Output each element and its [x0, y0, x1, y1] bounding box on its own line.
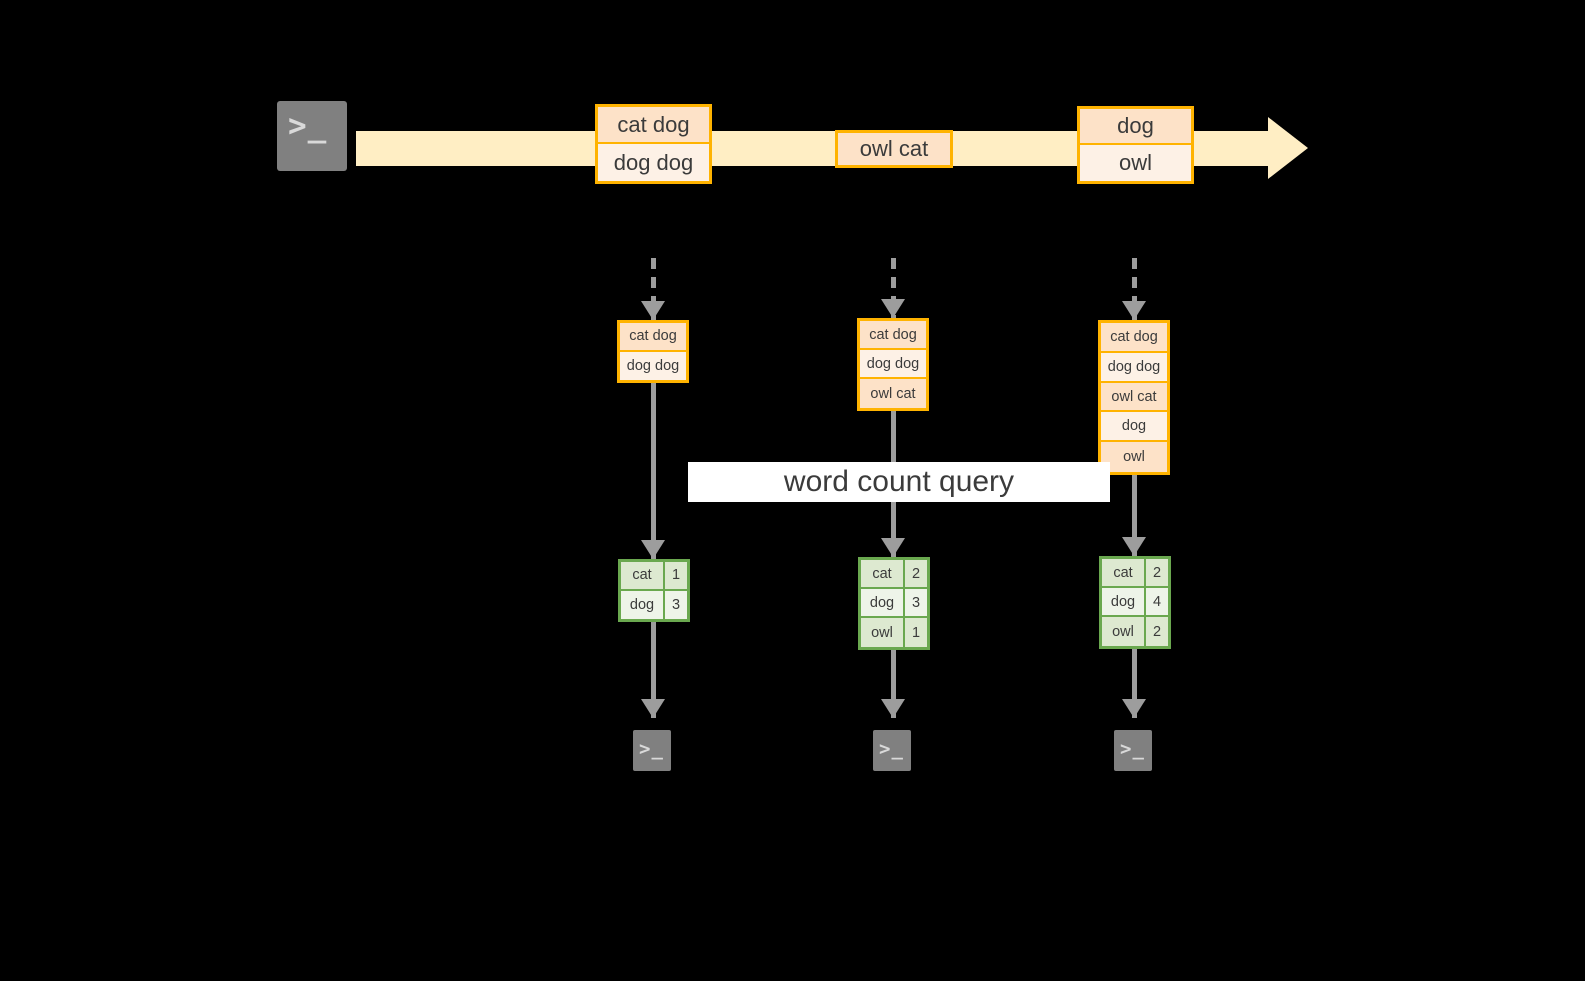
record-line: cat dog [860, 321, 926, 351]
col1-result-table[interactable]: cat 1 dog 3 [618, 559, 690, 622]
stream-record-line: cat dog [598, 107, 709, 145]
dashed-connector-col3 [1132, 258, 1137, 320]
connector-col1-to-sink [651, 622, 656, 718]
stream-record-3[interactable]: dog owl [1077, 106, 1194, 184]
connector-col2-to-sink [891, 650, 896, 718]
table-row: dog 3 [621, 590, 687, 619]
result-count: 2 [1146, 559, 1168, 587]
dashed-connector-col1 [651, 258, 656, 320]
arrowhead-col3-result [1122, 537, 1146, 556]
result-count: 1 [905, 618, 927, 647]
result-count: 2 [905, 560, 927, 588]
source-terminal-icon: >_ [268, 92, 356, 180]
terminal-prompt-glyph: >_ [1120, 738, 1145, 760]
table-row: owl 2 [1102, 617, 1168, 646]
result-word: cat [1102, 559, 1146, 587]
table-row: cat 2 [1102, 559, 1168, 589]
record-line: dog dog [1101, 352, 1167, 383]
col3-input-records[interactable]: cat dog dog dog owl cat dog owl [1098, 320, 1170, 475]
arrowhead-col1-sink [641, 699, 665, 718]
result-count: 4 [1146, 588, 1168, 616]
arrowhead-col1-input [641, 301, 665, 320]
stream-record-2[interactable]: owl cat [835, 130, 953, 168]
result-word: dog [1102, 588, 1146, 616]
terminal-prompt-glyph: >_ [288, 108, 328, 144]
arrowhead-col2-input [881, 299, 905, 318]
result-word: dog [621, 590, 665, 619]
terminal-prompt-glyph: >_ [639, 738, 664, 760]
arrowhead-col2-sink [881, 699, 905, 718]
table-row: cat 1 [621, 562, 687, 591]
stream-record-line: owl [1080, 145, 1191, 181]
record-line: dog [1101, 412, 1167, 443]
result-count: 1 [665, 562, 687, 589]
stream-arrow-head-icon [1268, 117, 1308, 179]
record-line: owl cat [1101, 382, 1167, 413]
record-line: owl cat [860, 379, 926, 408]
record-line: dog dog [860, 350, 926, 380]
record-line: cat dog [620, 323, 686, 352]
table-row: owl 1 [861, 618, 927, 647]
result-word: owl [861, 618, 905, 647]
table-row: cat 2 [861, 560, 927, 590]
query-banner-label: word count query [783, 465, 1015, 498]
record-line: dog dog [620, 351, 686, 380]
result-count: 3 [905, 589, 927, 617]
connector-col1-to-result [651, 383, 656, 560]
stream-record-line: dog [1080, 109, 1191, 146]
col1-input-records[interactable]: cat dog dog dog [617, 320, 689, 383]
result-word: cat [861, 560, 905, 588]
col2-input-records[interactable]: cat dog dog dog owl cat [857, 318, 929, 411]
result-word: dog [861, 589, 905, 617]
col2-result-table[interactable]: cat 2 dog 3 owl 1 [858, 557, 930, 650]
arrowhead-col1-result [641, 540, 665, 559]
stream-record-line: dog dog [598, 144, 709, 181]
arrowhead-col2-result [881, 538, 905, 557]
stream-record-line: owl cat [838, 133, 950, 165]
stream-record-1[interactable]: cat dog dog dog [595, 104, 712, 184]
result-count: 3 [665, 590, 687, 619]
terminal-prompt-glyph: >_ [879, 738, 904, 760]
table-row: dog 3 [861, 589, 927, 619]
col3-result-table[interactable]: cat 2 dog 4 owl 2 [1099, 556, 1171, 649]
col3-sink-terminal-icon: >_ [1106, 722, 1160, 779]
table-row: dog 4 [1102, 588, 1168, 618]
record-line: cat dog [1101, 323, 1167, 353]
query-banner: word count query [688, 462, 1110, 502]
dashed-connector-col2 [891, 258, 896, 318]
result-count: 2 [1146, 617, 1168, 646]
arrowhead-col3-sink [1122, 699, 1146, 718]
col2-sink-terminal-icon: >_ [865, 722, 919, 779]
connector-col3-to-result [1132, 475, 1137, 557]
record-line: owl [1101, 442, 1167, 473]
col1-sink-terminal-icon: >_ [625, 722, 679, 779]
result-word: owl [1102, 617, 1146, 646]
connector-col3-to-sink [1132, 649, 1137, 718]
arrowhead-col3-input [1122, 301, 1146, 320]
result-word: cat [621, 562, 665, 589]
